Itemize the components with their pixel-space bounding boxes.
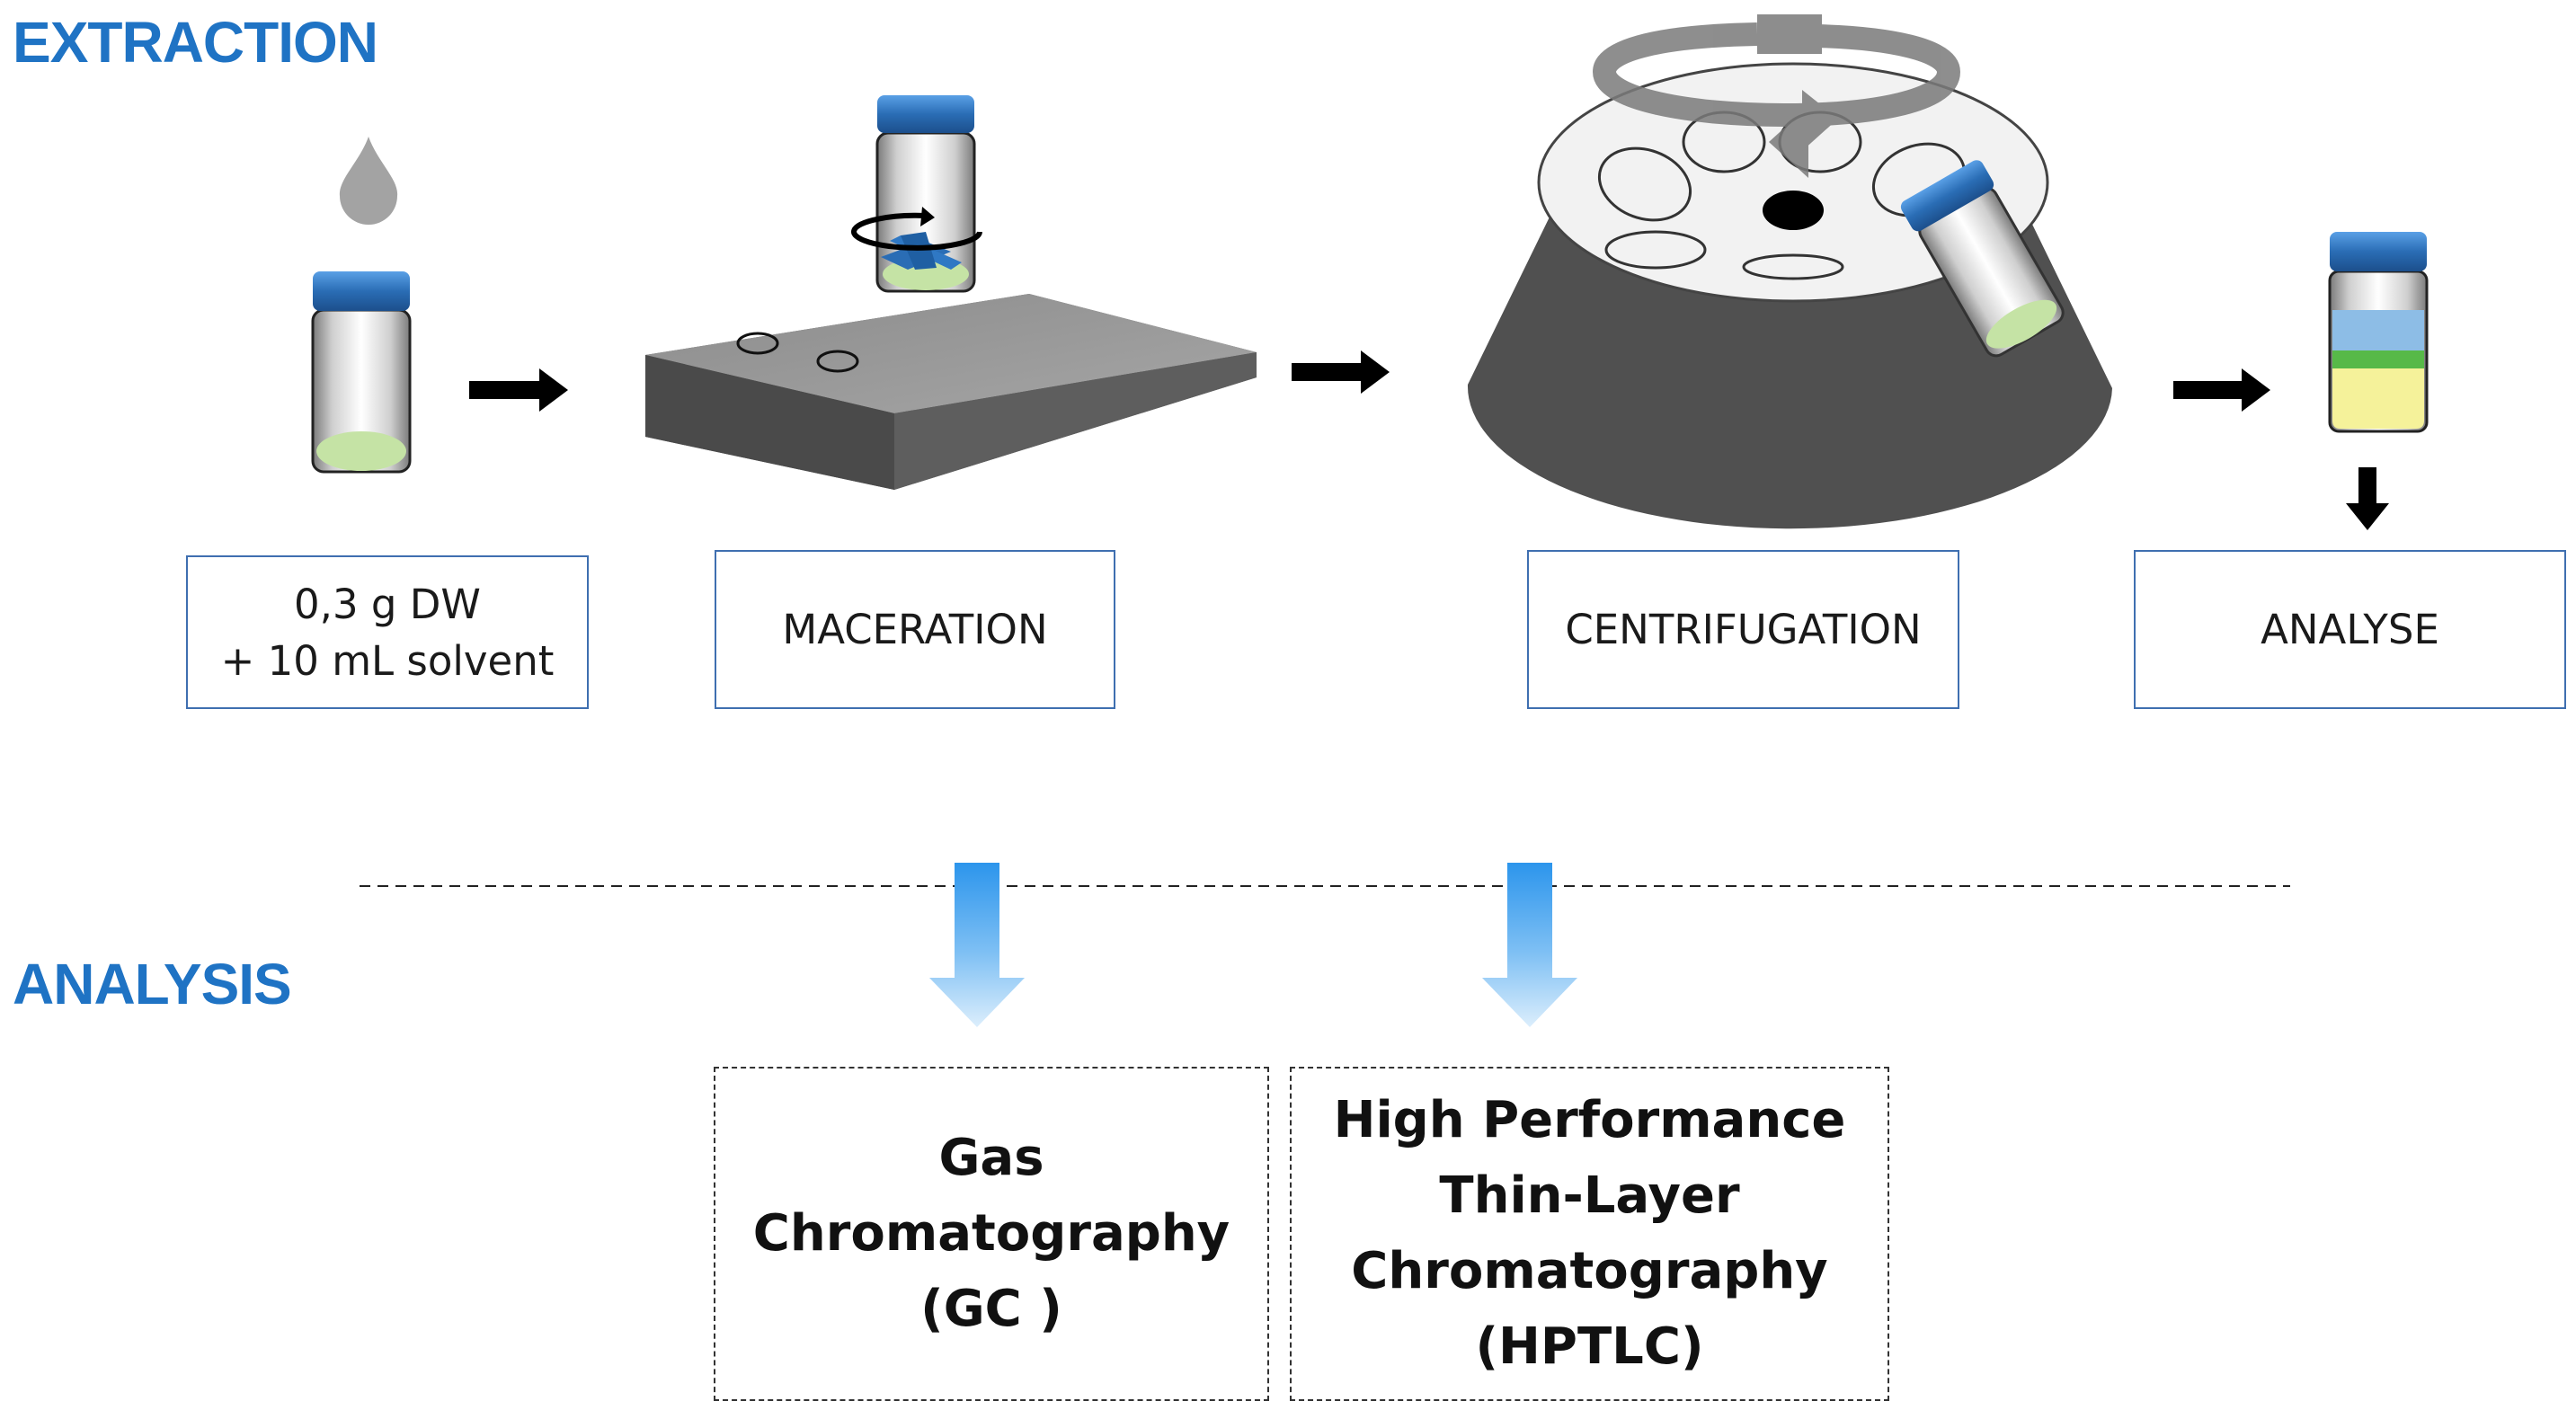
step-box-analyse: ANALYSE (2134, 550, 2566, 709)
sample-solvent-label: + 10 mL solvent (220, 636, 555, 685)
method-box-gc: Gas Chromatography (GC ) (714, 1067, 1269, 1401)
centrifugation-label: CENTRIFUGATION (1565, 606, 1922, 653)
gc-line-1: Gas (938, 1129, 1044, 1187)
arrow-right-icon (469, 368, 568, 412)
drop-icon (339, 137, 398, 225)
stirrer-plate-icon (645, 294, 1257, 490)
arrow-down-icon (2346, 467, 2389, 530)
hptlc-line-4: (HPTLC) (1475, 1317, 1704, 1376)
analysis-title: ANALYSIS (13, 952, 292, 1016)
gc-line-3: (GC ) (920, 1280, 1062, 1338)
step-box-sample: 0,3 g DW + 10 mL solvent (186, 555, 589, 709)
vial-icon (311, 271, 412, 474)
hptlc-line-2: Thin-Layer (1439, 1166, 1740, 1225)
hptlc-line-3: Chromatography (1351, 1242, 1828, 1300)
arrow-right-icon (2173, 368, 2270, 412)
step-box-maceration: MACERATION (715, 550, 1115, 709)
layered-vial-icon (2328, 232, 2429, 433)
hptlc-line-1: High Performance (1333, 1091, 1846, 1149)
vial-icon (1900, 160, 2065, 358)
rotation-arrow-icon (851, 207, 982, 251)
sample-mass-label: 0,3 g DW (294, 580, 481, 628)
maceration-label: MACERATION (782, 606, 1048, 653)
arrow-right-icon (1292, 350, 1390, 394)
step-box-centrifugation: CENTRIFUGATION (1527, 550, 1959, 709)
gradient-arrow-down-icon (1482, 863, 1577, 1027)
method-box-hptlc: High Performance Thin-Layer Chromatograp… (1290, 1067, 1889, 1401)
rotation-arrow-icon (1592, 14, 1961, 178)
gc-line-2: Chromatography (752, 1204, 1230, 1263)
analyse-label: ANALYSE (2261, 606, 2439, 653)
extraction-title: EXTRACTION (13, 10, 378, 75)
gradient-arrow-down-icon (929, 863, 1025, 1027)
